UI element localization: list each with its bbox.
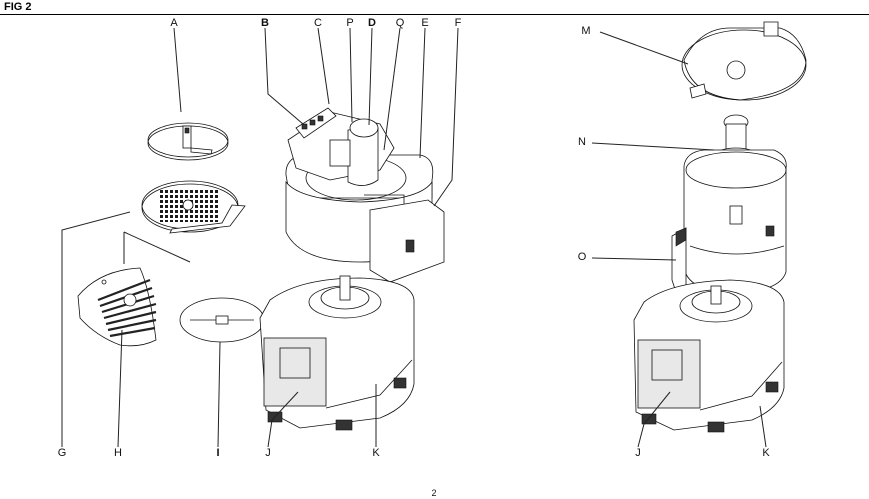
title-rule <box>0 14 869 15</box>
leader-lines <box>61 27 767 448</box>
label-j-left: J <box>265 447 271 459</box>
label-e: E <box>421 17 429 29</box>
dicing-grid <box>141 180 246 234</box>
motor-base-left <box>259 275 415 431</box>
label-h: H <box>114 447 122 459</box>
label-n: N <box>578 136 586 148</box>
figure-title: FIG 2 <box>4 1 32 13</box>
label-f: F <box>454 17 462 29</box>
label-b: B <box>261 17 269 29</box>
french-fries-disc <box>77 267 157 347</box>
slicer-disc <box>179 297 265 343</box>
page-number: 2 <box>431 488 437 498</box>
label-c: C <box>314 17 322 29</box>
cutter-bowl-assembly <box>285 107 445 283</box>
label-i: I <box>216 447 220 459</box>
label-p: P <box>346 17 354 29</box>
label-m: M <box>581 25 591 37</box>
motor-base-right <box>633 279 785 433</box>
label-k-right: K <box>762 447 770 459</box>
lid-m <box>681 21 807 101</box>
label-k-left: K <box>372 447 380 459</box>
bowl-o <box>671 149 787 295</box>
label-a: A <box>170 17 178 29</box>
slicing-disc <box>147 122 229 161</box>
label-g: G <box>57 447 67 459</box>
label-q: Q <box>395 17 405 29</box>
label-d: D <box>368 17 376 29</box>
label-j-right: J <box>635 447 641 459</box>
label-o: O <box>577 251 587 263</box>
